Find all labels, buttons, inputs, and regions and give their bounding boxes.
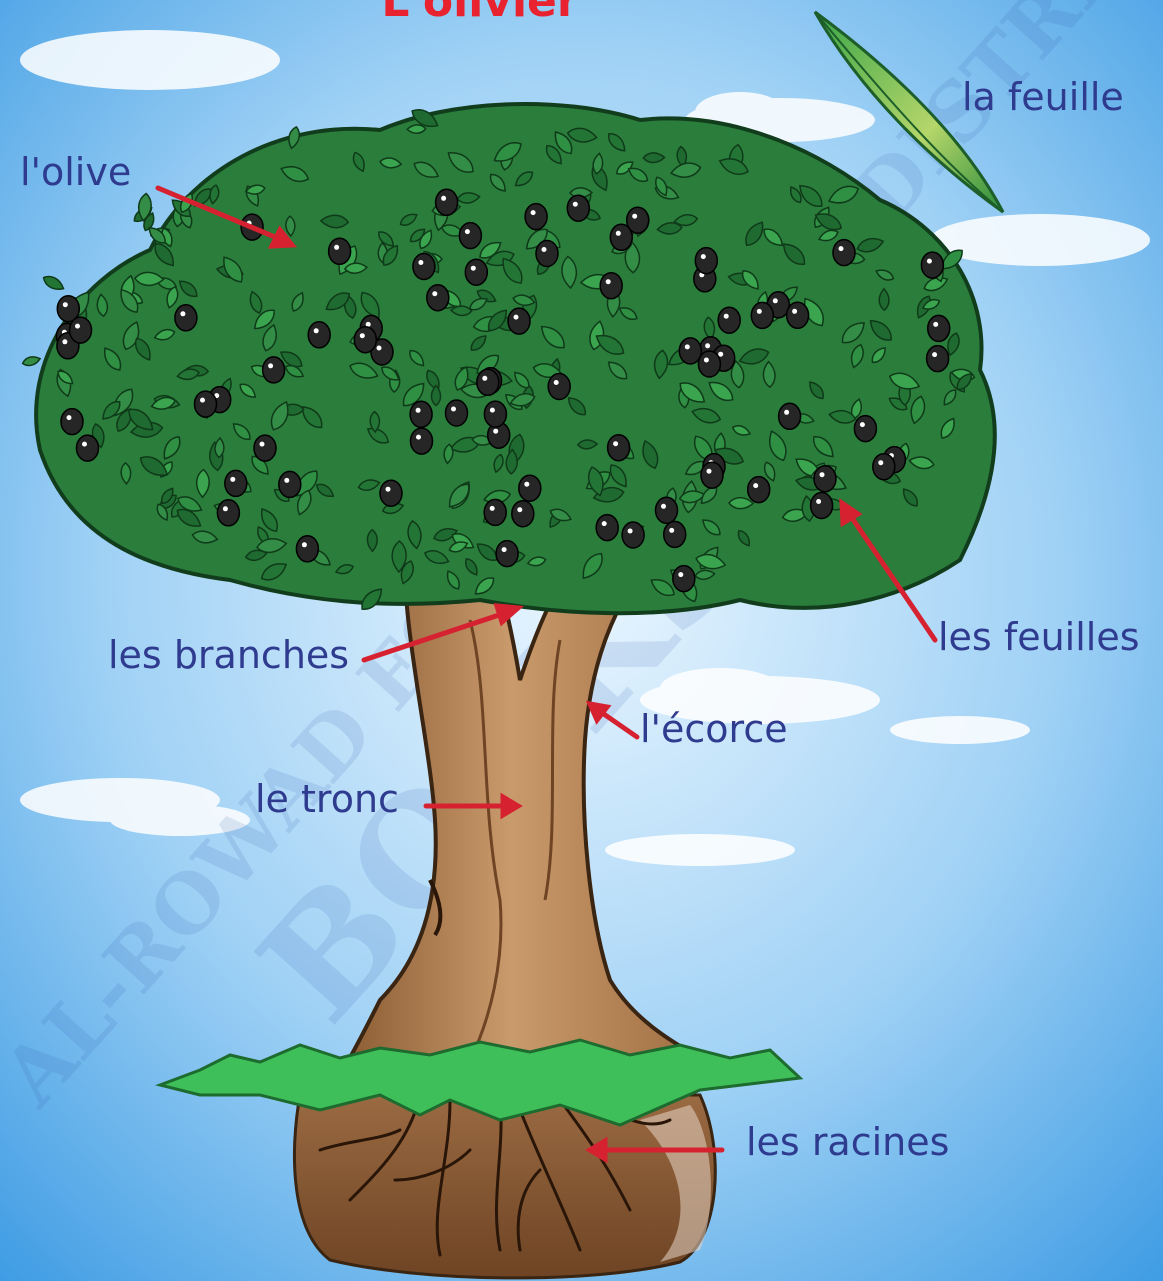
olive-fruit: [748, 477, 770, 503]
olive-fruit: [459, 223, 481, 249]
olive-fruit: [701, 462, 723, 488]
olive-fruit: [477, 369, 499, 395]
olive-fruit: [596, 515, 618, 541]
olive-fruit: [195, 391, 217, 417]
olive-fruit: [308, 322, 330, 348]
olive-fruit: [496, 541, 518, 567]
olive-fruit: [927, 346, 949, 372]
olive-fruit: [536, 241, 558, 267]
olive-fruit: [263, 357, 285, 383]
olive-fruit: [787, 302, 809, 328]
olive-fruit: [380, 480, 402, 506]
olive-fruit: [484, 499, 506, 525]
olive-fruit: [329, 238, 351, 264]
olive-fruit: [70, 317, 92, 343]
diagram-title: L'olivier: [381, 0, 579, 27]
olive-fruit: [175, 305, 197, 331]
olive-fruit: [413, 254, 435, 280]
label-feuille: la feuille: [962, 75, 1124, 119]
olive-fruit: [77, 435, 99, 461]
olive-fruit: [921, 252, 943, 278]
olive-fruit: [673, 566, 695, 592]
olive-fruit: [610, 224, 632, 250]
olive-fruit: [508, 308, 530, 334]
label-tronc: le tronc: [255, 777, 399, 821]
olive-fruit: [811, 493, 833, 519]
olive-fruit: [814, 466, 836, 492]
olive-fruit: [751, 302, 773, 328]
olive-fruit: [279, 471, 301, 497]
olive-fruit: [779, 403, 801, 429]
olive-fruit: [354, 327, 376, 353]
olive-fruit: [225, 470, 247, 496]
olive-fruit: [296, 536, 318, 562]
olive-fruit: [61, 409, 83, 435]
olive-fruit: [217, 500, 239, 526]
olive-fruit: [833, 240, 855, 266]
olive-fruit: [512, 501, 534, 527]
olive-fruit: [622, 522, 644, 548]
olive-fruit: [608, 435, 630, 461]
label-branches: les branches: [108, 633, 349, 677]
olive-fruit: [427, 285, 449, 311]
olive-fruit: [873, 454, 895, 480]
olive-fruit: [519, 475, 541, 501]
olive-fruit: [656, 497, 678, 523]
olive-fruit: [854, 416, 876, 442]
olive-fruit: [664, 521, 686, 547]
olive-fruit: [695, 248, 717, 274]
olive-fruit: [484, 401, 506, 427]
olive-fruit: [928, 315, 950, 341]
olive-fruit: [567, 195, 589, 221]
olive-fruit: [698, 351, 720, 377]
soil: [294, 1095, 715, 1278]
label-feuilles: les feuilles: [938, 615, 1140, 659]
label-racines: les racines: [746, 1120, 949, 1164]
label-olive: l'olive: [20, 150, 131, 194]
olive-fruit: [411, 428, 433, 454]
olive-fruit: [548, 374, 570, 400]
olive-fruit: [436, 189, 458, 215]
olive-fruit: [718, 307, 740, 333]
olive-fruit: [465, 259, 487, 285]
olive-fruit: [446, 400, 468, 426]
olive-fruit: [254, 435, 276, 461]
label-ecorce: l'écorce: [640, 707, 788, 751]
olive-fruit: [600, 273, 622, 299]
olive-fruit: [410, 401, 432, 427]
olive-fruit: [679, 338, 701, 364]
olive-fruit: [525, 204, 547, 230]
